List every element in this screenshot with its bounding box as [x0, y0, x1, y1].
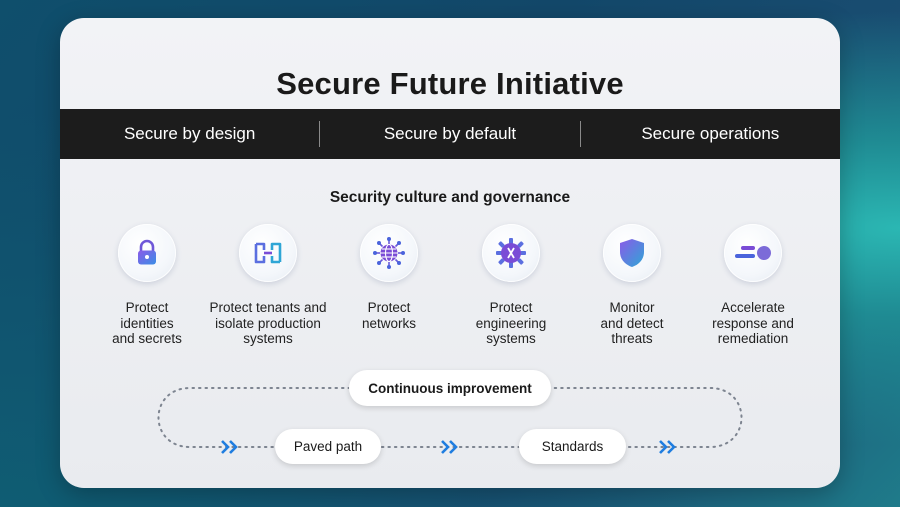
- chevron-right-icon: [221, 440, 238, 454]
- shield-icon: [603, 224, 661, 282]
- culture-heading: Security culture and governance: [329, 189, 571, 206]
- band-divider: [579, 121, 581, 147]
- focus-item-label: Protect engineering systems: [475, 300, 547, 346]
- page-title: Secure Future Initiative: [276, 66, 624, 101]
- focus-item-threats: Monitor and detect threats: [567, 224, 697, 347]
- pillar-secure-by-design: Secure by design: [123, 124, 256, 143]
- accelerate-response-icon: [724, 224, 782, 282]
- focus-areas: Protect identities and secrets Protect t…: [60, 224, 840, 364]
- focus-item-label: Protect tenants and isolate production s…: [209, 300, 327, 346]
- focus-item-engineering: Protect engineering systems: [446, 224, 576, 347]
- focus-item-response: Accelerate response and remediation: [688, 224, 818, 347]
- network-globe-icon: [360, 224, 418, 282]
- pillar-secure-operations: Secure operations: [641, 124, 780, 143]
- standards-pill: Standards: [519, 429, 626, 464]
- focus-item-label: Accelerate response and remediation: [712, 300, 794, 346]
- focus-item-networks: Protect networks: [324, 224, 454, 331]
- focus-item-label: Monitor and detect threats: [600, 300, 664, 346]
- band-divider: [319, 121, 321, 147]
- focus-item-tenants: Protect tenants and isolate production s…: [203, 224, 333, 347]
- sfi-card: Secure Future Initiative Secure by desig…: [60, 18, 840, 488]
- engineering-gear-icon: [482, 224, 540, 282]
- focus-item-label: Protect networks: [361, 300, 417, 331]
- lock-icon: [118, 224, 176, 282]
- pillars-band: Secure by design Secure by default Secur…: [60, 109, 840, 159]
- chevron-right-icon: [659, 440, 676, 454]
- tenant-isolation-icon: [239, 224, 297, 282]
- chevron-right-icon: [441, 440, 458, 454]
- focus-item-identities: Protect identities and secrets: [82, 224, 212, 347]
- pillar-secure-by-default: Secure by default: [383, 124, 517, 143]
- focus-item-label: Protect identities and secrets: [112, 300, 182, 346]
- paved-path-pill: Paved path: [275, 429, 381, 464]
- continuous-improvement-pill: Continuous improvement: [349, 370, 551, 406]
